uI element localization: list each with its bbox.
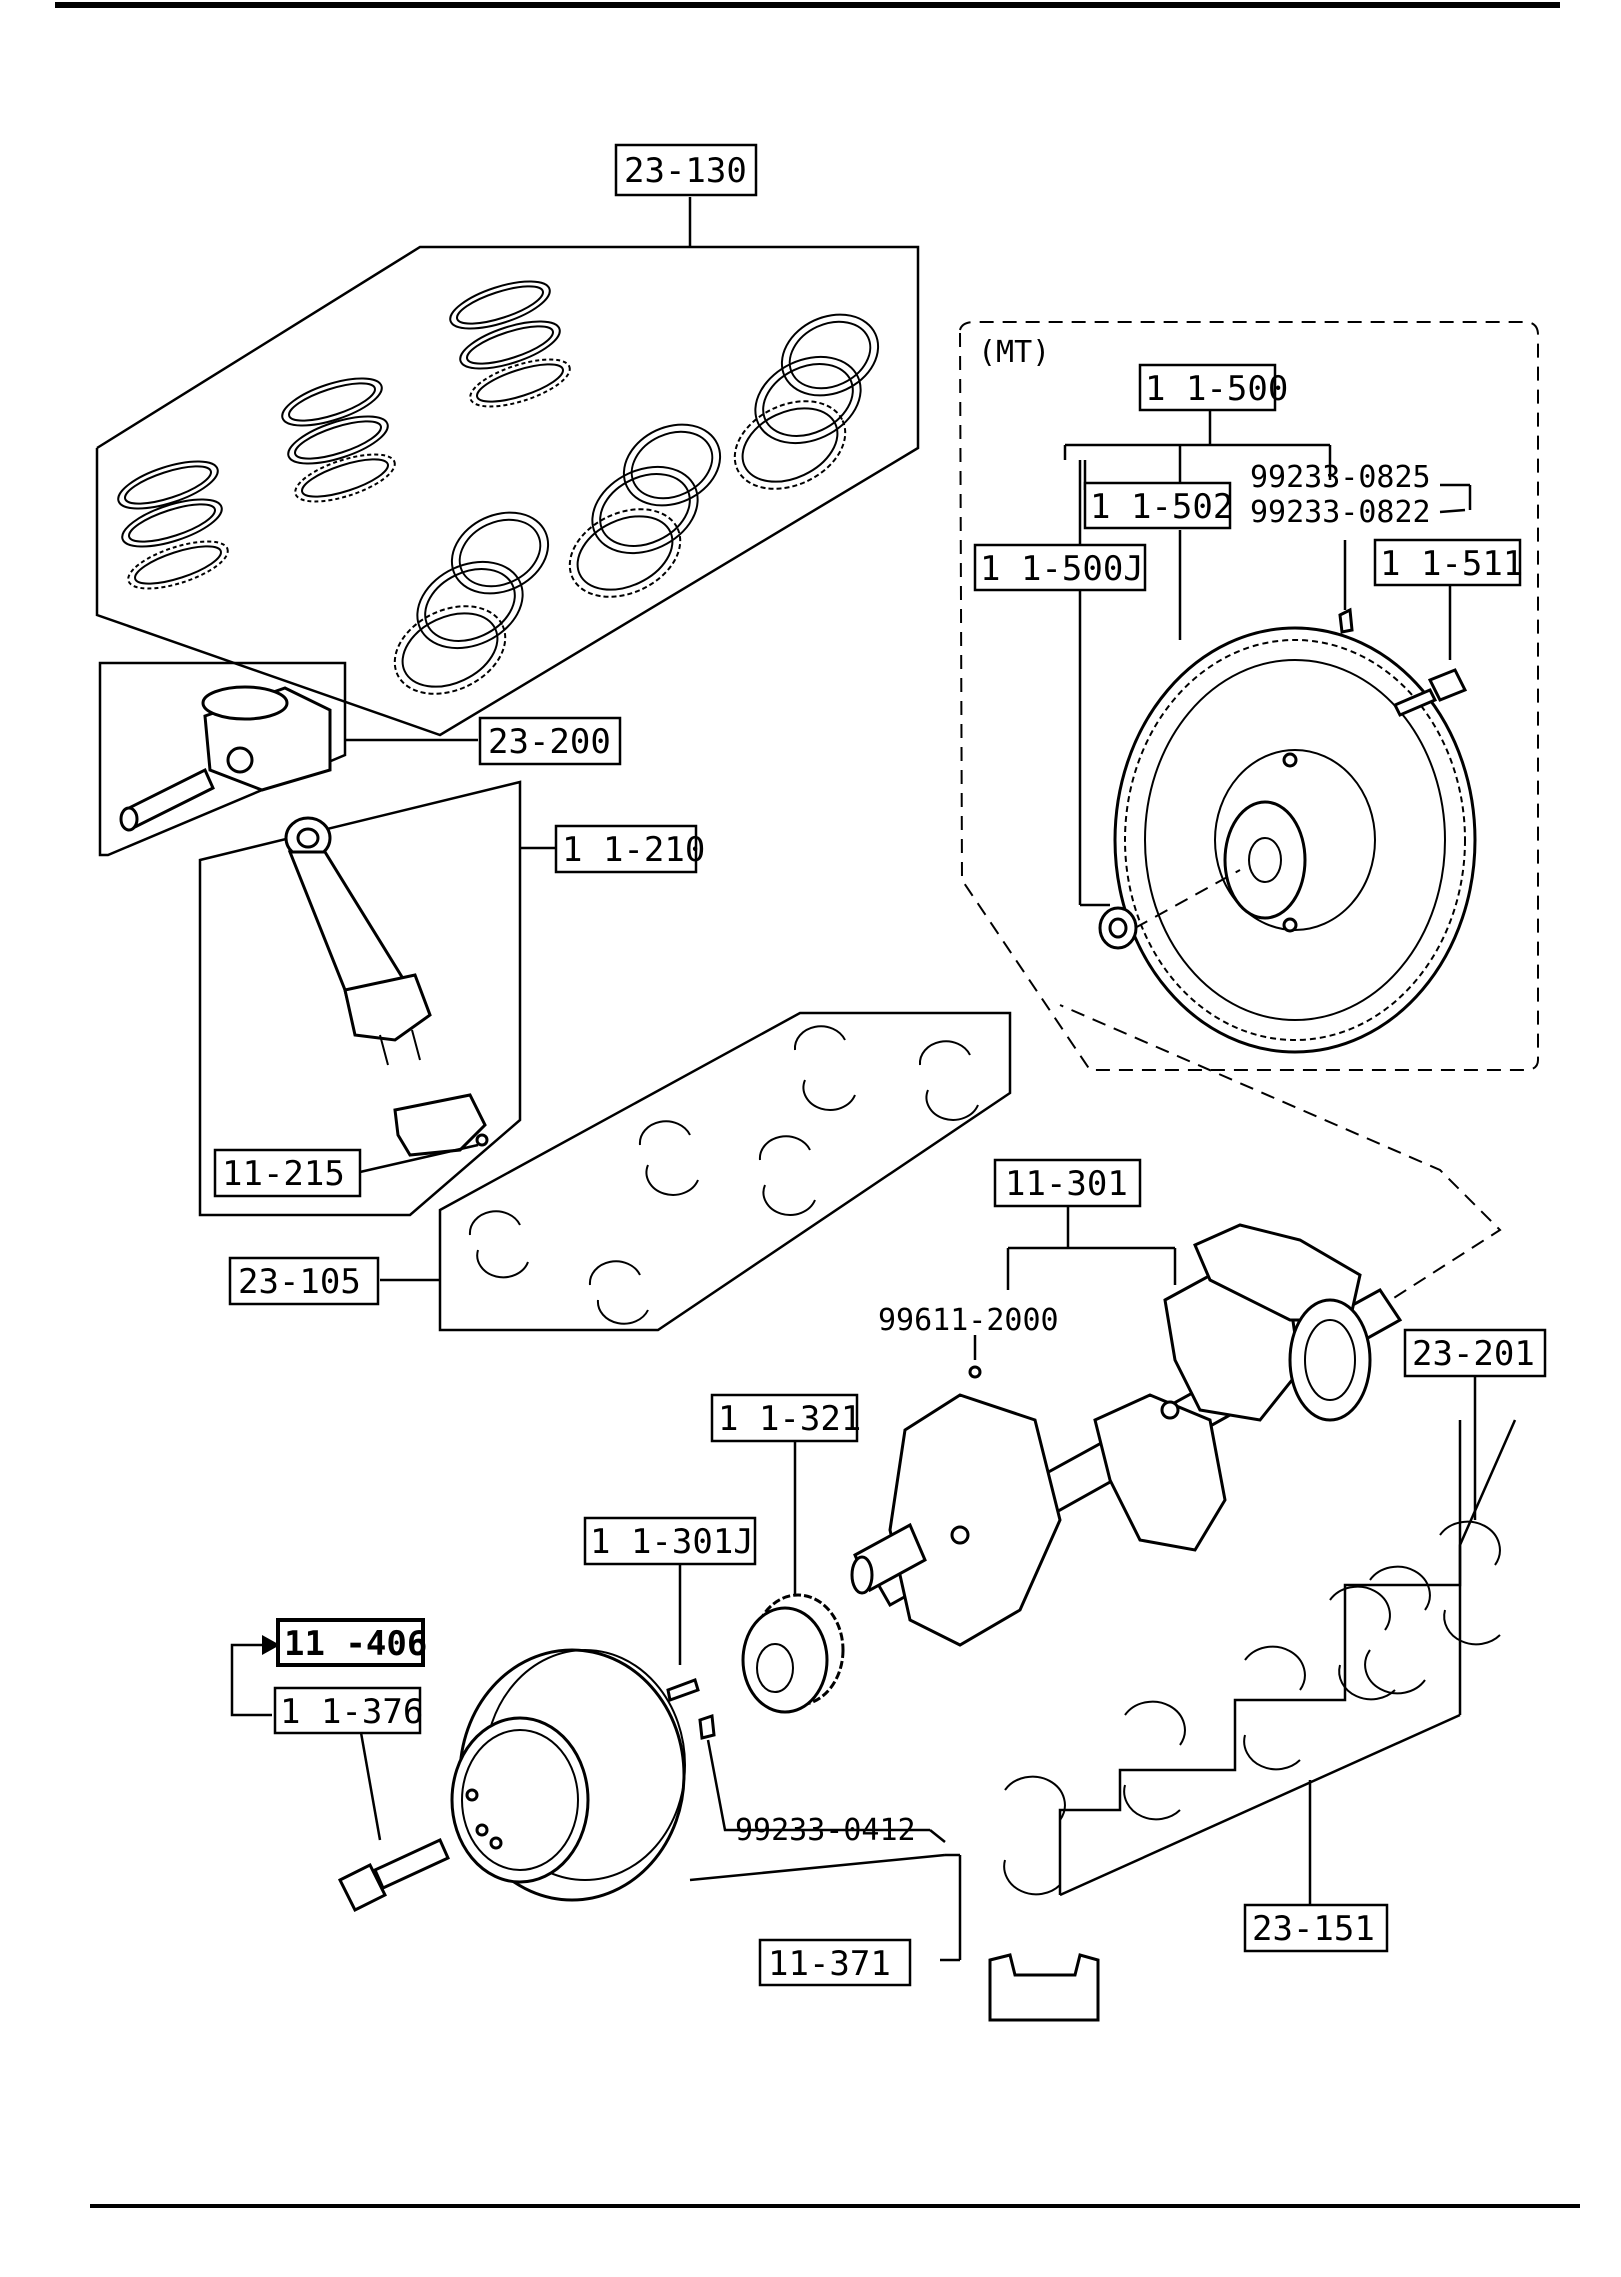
callout-box-23-105 (228, 1256, 380, 1306)
callout-99611-2000: 99611-2000 (878, 1303, 1059, 1338)
callout-11-321: 1 1-321 (718, 1399, 861, 1439)
callout-box-11-511 (1373, 538, 1522, 587)
callout-99233-0822: 99233-0822 (1250, 495, 1431, 530)
callout-23-105: 23-105 (238, 1262, 361, 1302)
callout-box-11-502 (1083, 481, 1232, 530)
callout-box-11-406 (276, 1618, 425, 1667)
callout-23-201: 23-201 (1412, 1334, 1535, 1374)
callout-11-406: 11 -406 (284, 1624, 427, 1664)
crankshaft-group (850, 1004, 1502, 1647)
callout-11-500J: 1 1-500J (980, 549, 1144, 589)
callout-11-371: 11-371 (768, 1944, 891, 1984)
conrod-bearings-group (380, 1011, 1012, 1332)
mt-note: (MT) (978, 335, 1050, 370)
callout-11-301J: 1 1-301J (590, 1522, 754, 1562)
flywheel-group: (MT) (958, 321, 1539, 1071)
connecting-rod-group (198, 780, 555, 1217)
callout-box-23-200 (478, 716, 622, 766)
callout-box-11-301J (583, 1516, 757, 1566)
callout-box-11-371 (758, 1938, 912, 1987)
piston-group (98, 661, 478, 857)
callout-23-151: 23-151 (1252, 1909, 1375, 1949)
callout-box-23-201 (1403, 1328, 1547, 1378)
pulley-group (230, 1635, 962, 1962)
callout-11-215: 11-215 (222, 1154, 345, 1194)
callout-99233-0412: 99233-0412 (735, 1813, 916, 1848)
callout-box-11-301 (993, 1158, 1142, 1208)
callout-99233-0825: 99233-0825 (1250, 460, 1431, 495)
callout-11-210: 1 1-210 (562, 830, 705, 870)
callout-23-200: 23-200 (488, 722, 611, 762)
callout-box-11-500J (973, 543, 1147, 592)
callout-11-500: 1 1-500 (1145, 369, 1288, 409)
callout-11-502: 1 1-502 (1090, 487, 1233, 527)
callout-23-130: 23-130 (624, 151, 747, 191)
callout-box-11-321 (710, 1393, 859, 1443)
callout-11-301: 11-301 (1005, 1164, 1128, 1204)
main-bearings-group (988, 1375, 1517, 2022)
callout-box-11-500 (1138, 363, 1277, 412)
piston-rings-group (95, 197, 920, 737)
callout-11-376: 1 1-376 (280, 1692, 423, 1732)
callout-11-511: 1 1-511 (1380, 544, 1523, 584)
callout-box-23-130 (614, 143, 758, 197)
callout-box-11-210 (554, 824, 698, 874)
timing-gear-group (666, 1440, 845, 1714)
callout-box-11-215 (213, 1148, 362, 1198)
callout-box-23-151 (1243, 1903, 1389, 1953)
callout-box-11-376 (273, 1686, 422, 1735)
